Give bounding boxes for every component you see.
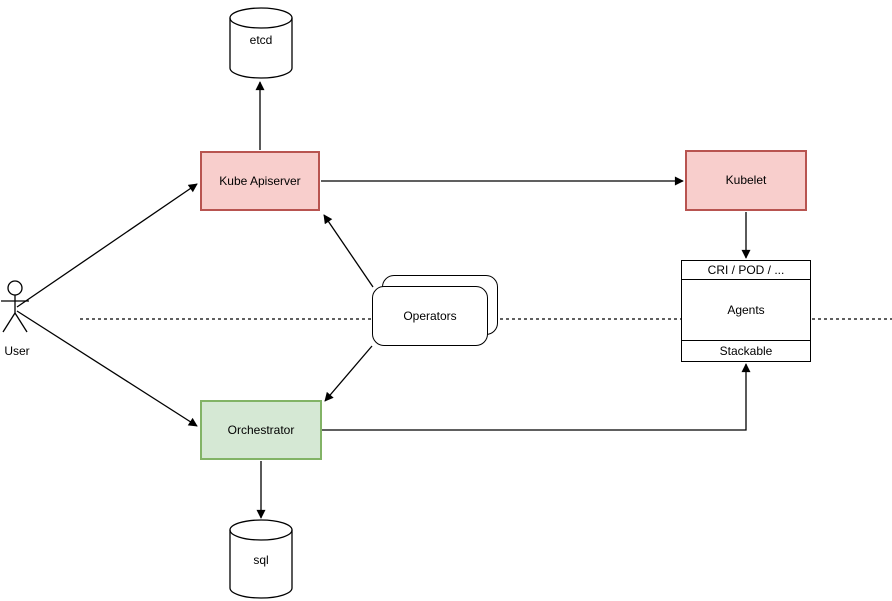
node-operators[interactable]: Operators	[372, 286, 488, 346]
cri-pod-label: CRI / POD / ...	[707, 263, 785, 277]
operators-label: Operators	[403, 308, 457, 323]
edge-user-to-orchestrator	[16, 310, 198, 427]
etcd-cylinder[interactable]	[229, 7, 293, 79]
node-orchestrator[interactable]: Orchestrator	[200, 400, 322, 460]
edge-orchestrator-to-agent-stack	[322, 363, 751, 431]
node-agent-stack[interactable]: CRI / POD / ... Agents Stackable	[681, 260, 811, 362]
actor-head	[7, 280, 23, 296]
kubelet-label: Kubelet	[725, 173, 767, 188]
stackable-label: Stackable	[719, 344, 773, 358]
agent-stack-section-cri[interactable]: CRI / POD / ...	[682, 261, 810, 280]
edge-operators-to-orchestrator	[324, 345, 373, 402]
actor-left-leg	[2, 312, 16, 333]
orchestrator-label: Orchestrator	[227, 422, 295, 437]
user-actor[interactable]	[1, 280, 29, 333]
edge-user-to-kube-apiserver	[16, 183, 198, 308]
node-kube-apiserver[interactable]: Kube Apiserver	[200, 151, 320, 211]
sql-cylinder[interactable]	[229, 519, 293, 599]
kube-apiserver-label: Kube Apiserver	[219, 173, 301, 188]
agents-label: Agents	[727, 303, 765, 317]
agent-stack-section-stackable[interactable]: Stackable	[682, 340, 810, 361]
node-kubelet[interactable]: Kubelet	[685, 150, 807, 211]
agent-stack-section-agents[interactable]: Agents	[682, 280, 810, 340]
actor-right-leg	[14, 312, 28, 333]
edge-operators-to-kube-apiserver	[323, 214, 374, 288]
